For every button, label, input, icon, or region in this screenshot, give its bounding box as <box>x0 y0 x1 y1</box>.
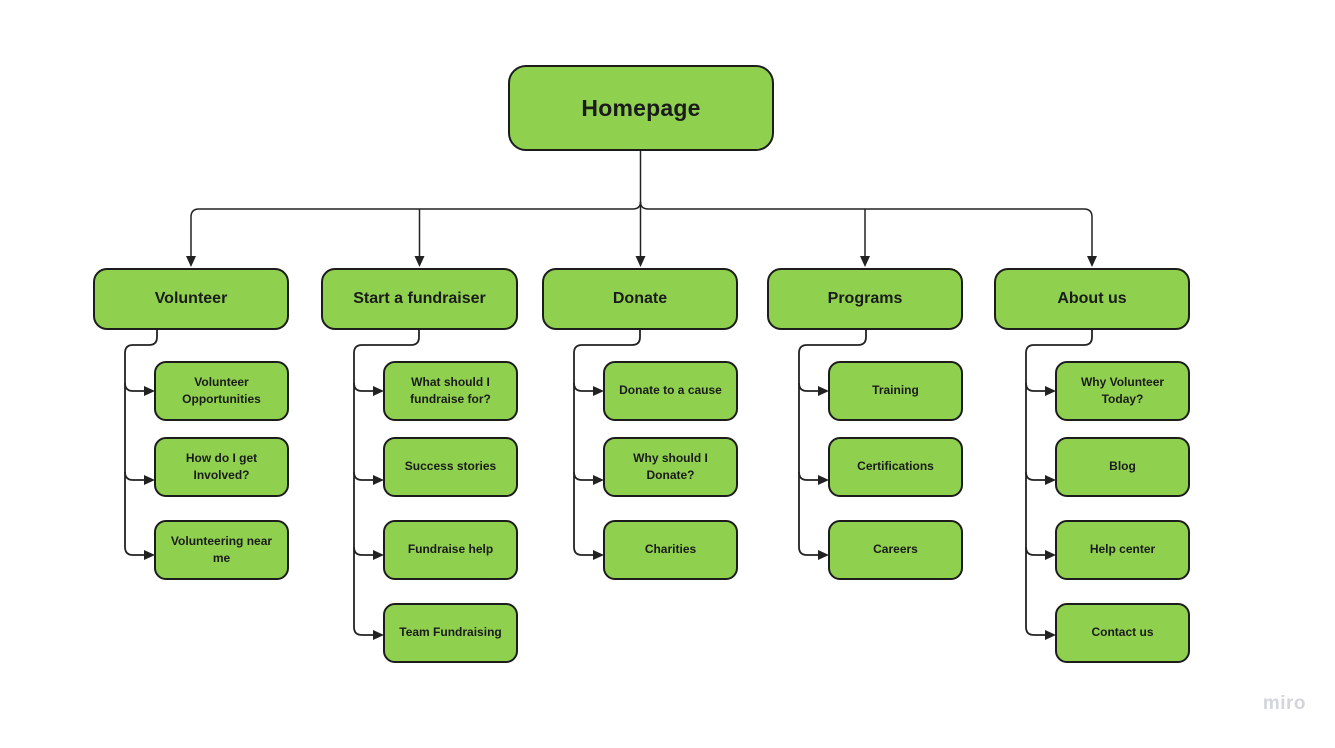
node-why-should-i-donate[interactable]: Why should I Donate? <box>603 437 738 497</box>
node-help-center[interactable]: Help center <box>1055 520 1190 580</box>
node-training[interactable]: Training <box>828 361 963 421</box>
node-fundraise-help[interactable]: Fundraise help <box>383 520 518 580</box>
node-start-a-fundraiser[interactable]: Start a fundraiser <box>321 268 518 330</box>
node-volunteer-opportunities[interactable]: Volunteer Opportunities <box>154 361 289 421</box>
node-volunteering-near-me[interactable]: Volunteering near me <box>154 520 289 580</box>
node-blog[interactable]: Blog <box>1055 437 1190 497</box>
node-certifications[interactable]: Certifications <box>828 437 963 497</box>
node-team-fundraising[interactable]: Team Fundraising <box>383 603 518 663</box>
node-careers[interactable]: Careers <box>828 520 963 580</box>
node-volunteer[interactable]: Volunteer <box>93 268 289 330</box>
node-success-stories[interactable]: Success stories <box>383 437 518 497</box>
node-homepage[interactable]: Homepage <box>508 65 774 151</box>
node-donate[interactable]: Donate <box>542 268 738 330</box>
node-what-should-i-fundraise-for[interactable]: What should I fundraise for? <box>383 361 518 421</box>
node-contact-us[interactable]: Contact us <box>1055 603 1190 663</box>
node-why-volunteer-today[interactable]: Why Volunteer Today? <box>1055 361 1190 421</box>
node-charities[interactable]: Charities <box>603 520 738 580</box>
node-programs[interactable]: Programs <box>767 268 963 330</box>
miro-logo-watermark: miro <box>1262 693 1306 714</box>
node-how-do-i-get-involved[interactable]: How do I get Involved? <box>154 437 289 497</box>
node-about-us[interactable]: About us <box>994 268 1190 330</box>
node-donate-to-a-cause[interactable]: Donate to a cause <box>603 361 738 421</box>
